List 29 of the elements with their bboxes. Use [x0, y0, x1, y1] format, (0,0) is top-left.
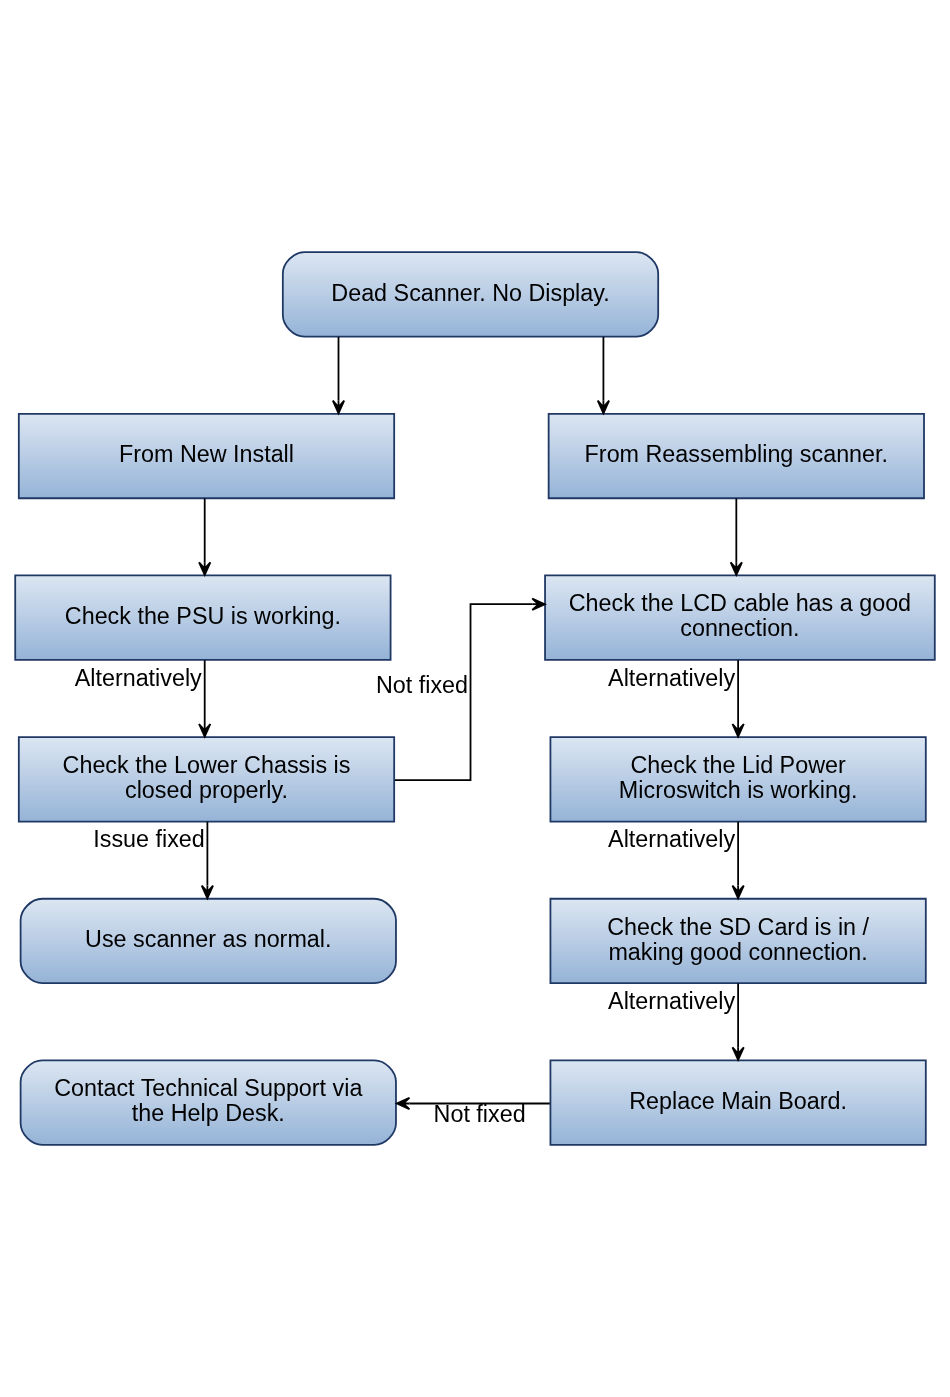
arrow: [731, 982, 745, 1061]
node-box: Check the LCD cable has a good connection.: [544, 574, 936, 661]
node-box: Replace Main Board.: [549, 1059, 927, 1146]
arrow: [731, 820, 745, 900]
edge-label: Alternatively: [74, 664, 202, 691]
node-box: Contact Technical Support via the Help Desk.: [19, 1059, 397, 1146]
arrow: [596, 335, 610, 415]
arrow: [198, 659, 212, 738]
node-box: Check the PSU is working.: [14, 574, 392, 661]
node-box: Use scanner as normal.: [19, 897, 397, 985]
edge-label: Alternatively: [608, 826, 736, 853]
edge-label: Alternatively: [608, 987, 736, 1014]
node-box: Check the SD Card is in / making good connection.: [549, 897, 927, 985]
arrow: [393, 597, 546, 782]
arrow: [729, 497, 743, 576]
edge-label: Issue fixed: [93, 826, 205, 853]
node-box: From Reassembling scanner.: [547, 412, 925, 500]
node-box: Check the Lower Chassis is closed properly.: [17, 736, 396, 823]
node-box: Dead Scanner. No Display.: [281, 251, 660, 338]
arrow: [731, 659, 745, 738]
arrow: [198, 497, 212, 576]
node-box: Check the Lid Power Microswitch is working.: [549, 736, 927, 823]
arrow: [200, 820, 214, 900]
arrow: [331, 335, 346, 415]
edge-label: Not fixed: [375, 671, 469, 698]
node-box: From New Install: [17, 412, 396, 500]
arrow: [395, 1096, 551, 1111]
edge-label: Alternatively: [608, 664, 736, 691]
edge-label: Not fixed: [433, 1101, 526, 1128]
